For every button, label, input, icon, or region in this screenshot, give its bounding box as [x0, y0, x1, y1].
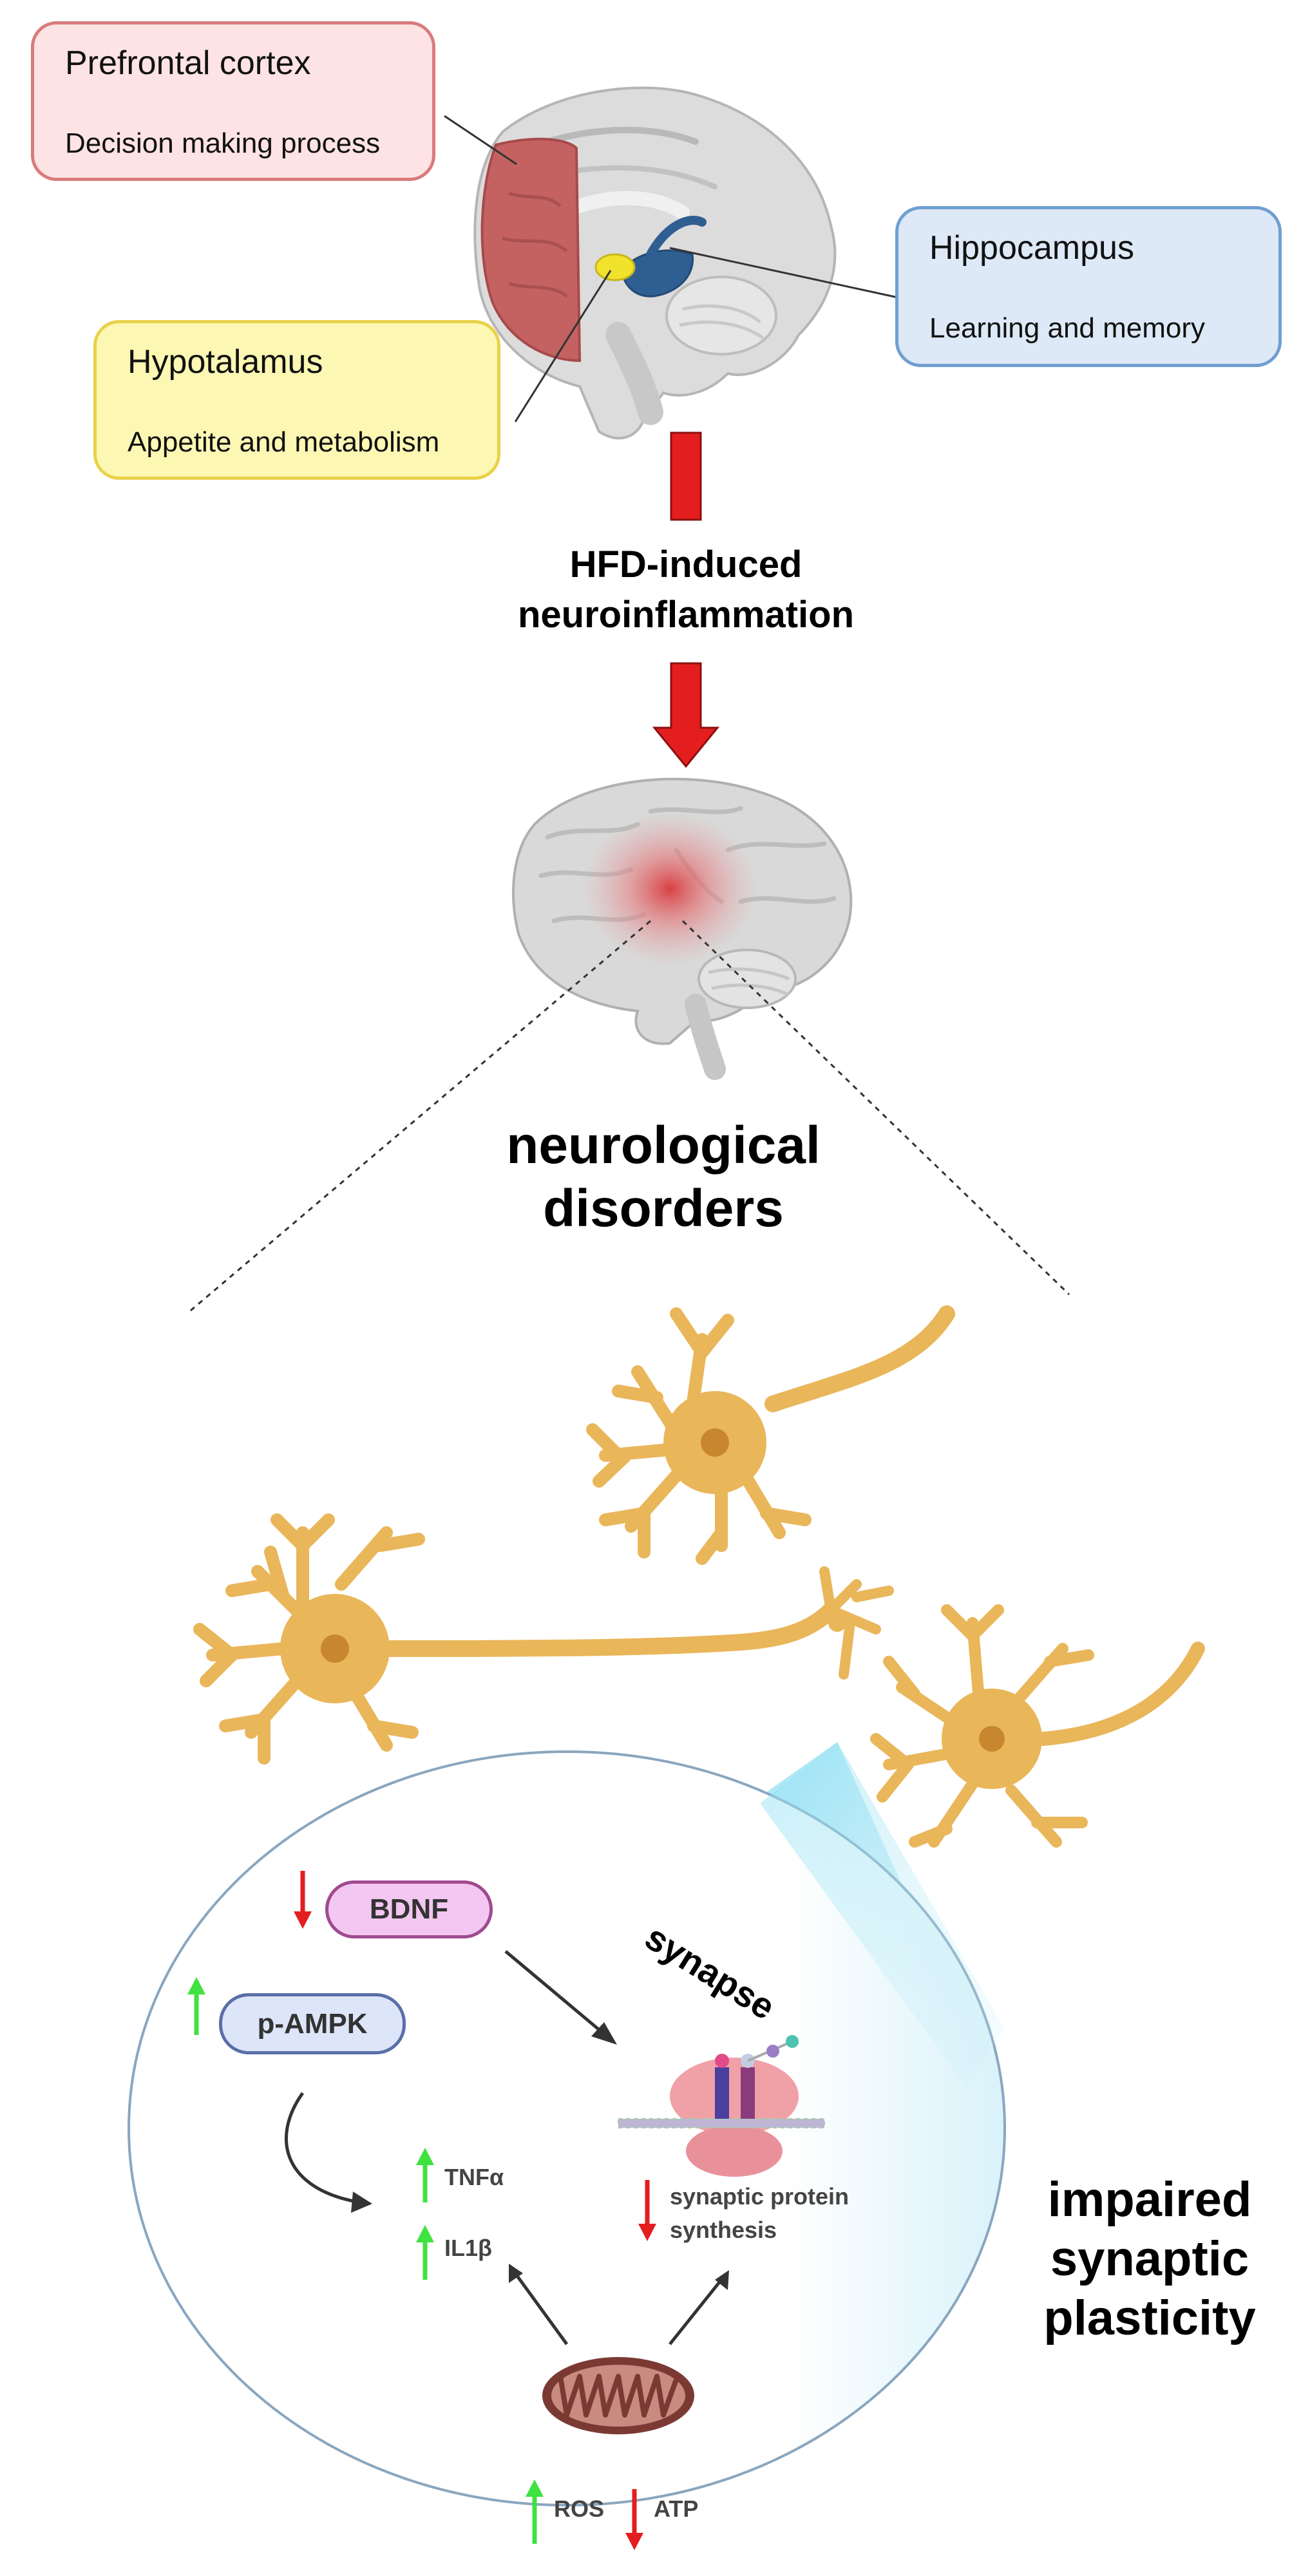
pampk-pill: p-AMPK [219, 1993, 406, 2054]
protein-line-2: synthesis [670, 2217, 777, 2243]
tnf-label: TNFα [444, 2164, 504, 2190]
pampk-up-arrow [187, 1977, 205, 2035]
cause-line-2: neuroinflammation [517, 594, 855, 636]
il1b-up-arrow [416, 2225, 434, 2280]
synapse-lens [128, 1750, 1006, 2506]
result-label: impaired synaptic plasticity [1011, 2170, 1288, 2348]
ros-label: ROS [554, 2496, 605, 2522]
outcome-label: neurological disorders [438, 1114, 889, 1240]
neuron-right [870, 1604, 1205, 1848]
bdnf-to-synthesis-arrow [504, 1950, 607, 2036]
mitochondrion-icon [542, 2357, 694, 2434]
bdnf-pill: BDNF [325, 1880, 493, 1938]
result-line-3: plasticity [1043, 2291, 1256, 2345]
hypothalamus-connector [514, 270, 612, 422]
cerebellum-lateral [698, 949, 797, 1009]
inflammation-focus [583, 811, 757, 966]
mito-to-cytokines-arrow [513, 2272, 569, 2345]
red-arrow-shaft-upper [670, 431, 702, 521]
indicator-arrows [187, 1871, 656, 2550]
hippocampus-function: Learning and memory [929, 312, 1206, 344]
outcome-line-2: disorders [543, 1179, 784, 1238]
neurons [193, 1305, 1205, 1848]
tnf-up-arrow [416, 2148, 434, 2202]
hypothalamus-region [594, 253, 636, 281]
hippocampus-title: Hippocampus [929, 229, 1134, 267]
neuron-left [193, 1513, 894, 1765]
neuron-top [586, 1305, 955, 1565]
cause-label: HFD-induced neuroinflammation [489, 540, 882, 640]
pampk-to-cytokines-arrow [284, 2092, 361, 2204]
hypothalamus-box: Hypotalamus Appetite and metabolism [93, 320, 500, 480]
prefrontal-connector [444, 115, 517, 166]
zoom-line-right [681, 920, 1070, 1296]
protein-line-1: synaptic protein [670, 2183, 850, 2210]
protein-synthesis-label: synaptic protein synthesis [670, 2180, 849, 2247]
prefrontal-region [480, 137, 582, 363]
corpus-callosum [573, 191, 690, 220]
prefrontal-function: Decision making process [65, 128, 381, 159]
atp-label: ATP [654, 2496, 699, 2522]
ros-up-arrow [526, 2479, 544, 2544]
synthesis-down-arrow [638, 2180, 656, 2241]
hypothalamus-title: Hypotalamus [128, 343, 323, 381]
sagittal-brain [444, 86, 907, 440]
mito-to-synthesis-arrow [669, 2278, 723, 2345]
hippocampus-connector [669, 247, 907, 301]
bdnf-down-arrow [294, 1871, 312, 1929]
hypothalamus-function: Appetite and metabolism [128, 426, 440, 458]
zoom-line-left [186, 920, 651, 1315]
prefrontal-box: Prefrontal cortex Decision making proces… [31, 21, 435, 181]
outcome-line-1: neurological [506, 1116, 821, 1175]
brainstem [605, 322, 663, 425]
result-line-2: synaptic [1050, 2231, 1249, 2286]
il1b-label: IL1β [444, 2235, 492, 2261]
cerebellum [665, 276, 777, 355]
cause-line-1: HFD-induced [569, 544, 802, 585]
result-line-1: impaired [1047, 2172, 1252, 2227]
atp-down-arrow [625, 2489, 643, 2550]
prefrontal-title: Prefrontal cortex [65, 44, 311, 82]
inflamed-brain [512, 777, 853, 1080]
red-arrow-down [652, 662, 720, 768]
hippocampus-box: Hippocampus Learning and memory [895, 206, 1282, 367]
ribosome-icon [618, 2035, 825, 2177]
